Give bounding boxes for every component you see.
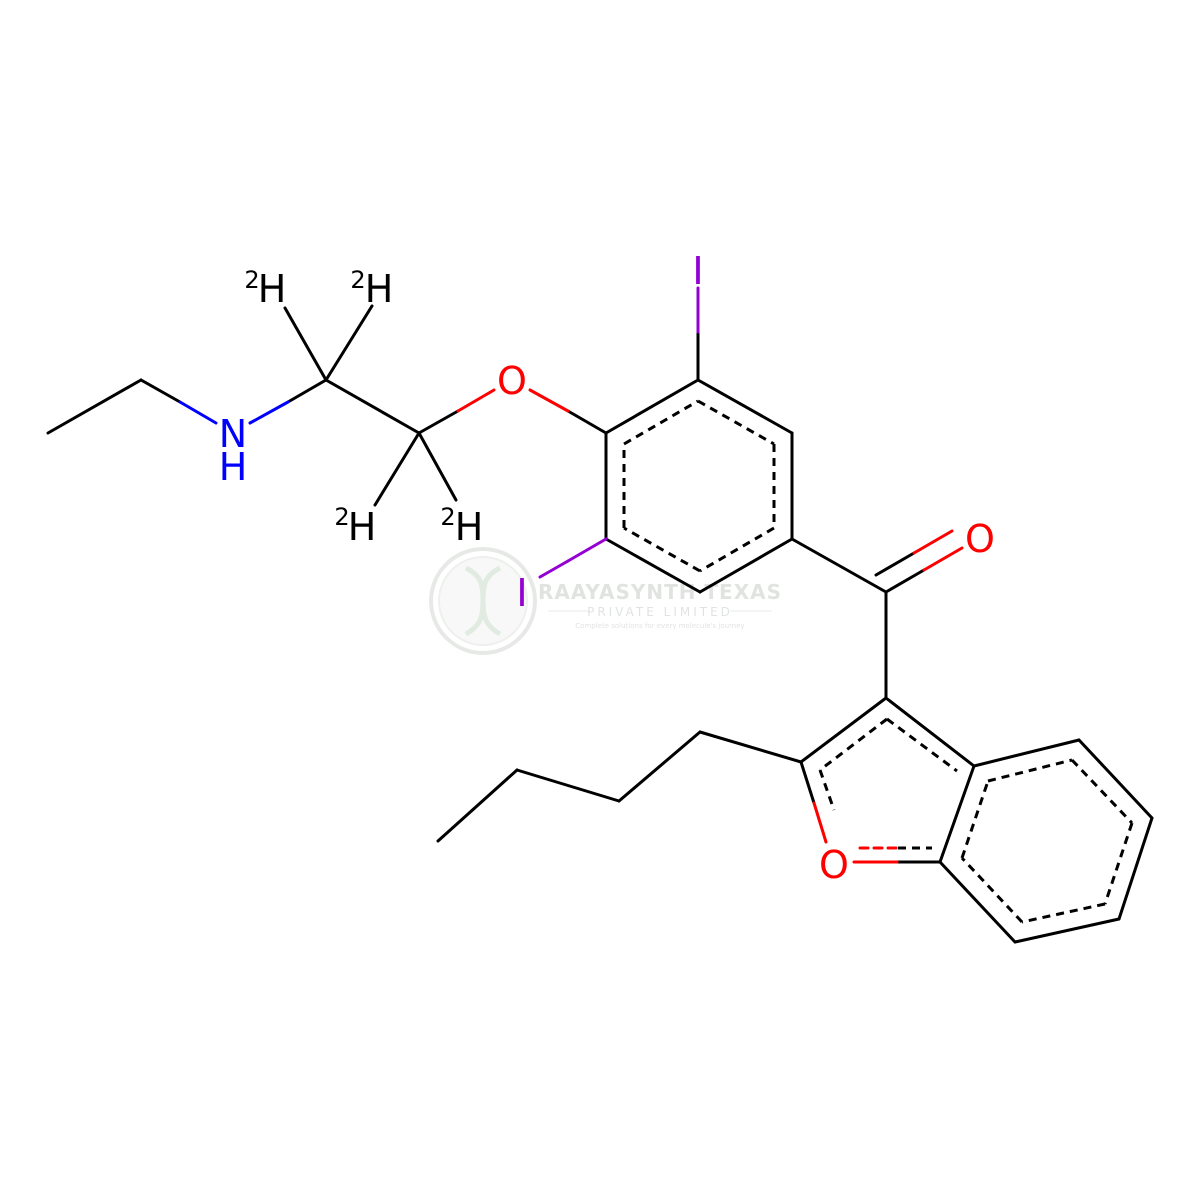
bond-ring-a-4: [698, 537, 794, 594]
deuterium-2-mass: 2: [350, 266, 365, 294]
bond-ethyl-ch3-ch2: [46, 378, 143, 435]
aromatic-benzo-1: [987, 758, 1073, 783]
atom-iodine-bottom: I: [516, 571, 527, 615]
bond-butyl-1: [698, 730, 803, 764]
bond-butyl-2: [617, 730, 702, 803]
atom-oxygen-furan: O: [819, 843, 849, 887]
aromatic-ring-a-4: [699, 526, 775, 573]
atom-nitrogen-hydrogen: H: [219, 445, 248, 489]
bond-co-black-1: [884, 568, 926, 594]
bond-benzo-2: [1077, 738, 1154, 820]
aromatic-benzo-5: [960, 856, 1024, 924]
deuterium-1-mass: 2: [244, 266, 259, 294]
bond-butyl-4: [436, 768, 519, 843]
atom-iodine-top: I: [692, 249, 703, 293]
bond-ring-a-carbonyl: [790, 537, 888, 594]
aromatic-ring-a-2: [697, 399, 775, 446]
deuterium-3-symbol: H: [348, 505, 377, 549]
bond-furan-c3-c2: [799, 696, 888, 764]
aromatic-ring-a-1: [623, 399, 699, 446]
watermark-dna-icon: [464, 565, 502, 637]
bonds: [46, 304, 1154, 944]
bond-ring-a-5: [604, 537, 702, 594]
bond-carbonyl-red-2: [912, 529, 954, 555]
watermark-subtitle: PRIVATE LIMITED: [587, 605, 733, 619]
aromatic-furan-2: [819, 717, 888, 772]
bond-ring-a-o: [566, 409, 608, 435]
aromatic-furan-3: [818, 769, 836, 811]
bond-ring-a-1: [604, 378, 700, 435]
bond-benzo-5: [938, 860, 1017, 944]
bond-co-black-2: [874, 551, 916, 577]
bond-iodine-bottom-half-2: [538, 559, 570, 579]
bond-c1-d2: [324, 304, 374, 382]
bond-ethyl-ch2-n: [139, 378, 182, 404]
aromatic-bonds: [622, 399, 1134, 924]
colored-bonds: [178, 286, 964, 864]
deuterium-3-mass: 2: [334, 503, 349, 531]
atom-deuterium-3: 2 H: [334, 503, 376, 549]
atom-labels: N H O O O I I 2 H 2 H 2 H 2 H: [219, 249, 995, 887]
atom-deuterium-2: 2 H: [350, 266, 393, 311]
bond-benzo-3: [1117, 816, 1154, 921]
bond-n-cd2: [286, 378, 328, 404]
bond-furan-o-red-left: [812, 801, 828, 844]
deuterium-4-mass: 2: [440, 503, 455, 531]
deuterium-2-symbol: H: [365, 267, 394, 311]
bond-benzo-4: [1013, 917, 1121, 944]
bond-c1-d1: [283, 306, 328, 382]
bond-ring-a-2: [696, 378, 794, 435]
watermark: RAAYASYNTH TEXAS PRIVATE LIMITED Complet…: [429, 547, 782, 655]
bond-furan-c3-c3a: [884, 696, 976, 768]
bond-furan-c3a-c7a: [938, 764, 976, 864]
bond-cd2-cd2: [324, 378, 421, 435]
deuterium-4-symbol: H: [455, 505, 484, 549]
bond-n-half-right: [248, 400, 290, 425]
atom-nitrogen: N: [219, 412, 247, 456]
watermark-logo-ring: [429, 547, 537, 655]
bond-iodine-bottom-half: [566, 537, 608, 563]
bond-c2-d3: [373, 431, 421, 507]
atom-deuterium-1: 2 H: [244, 266, 286, 311]
watermark-company: RAAYASYNTH TEXAS: [538, 580, 782, 604]
bond-butyl-3: [515, 768, 621, 803]
bond-furan-c2-o: [799, 760, 816, 805]
aromatic-furan-1: [886, 717, 958, 773]
aromatic-benzo-2: [1070, 758, 1134, 825]
bond-carbonyl-red-1: [922, 546, 964, 572]
bond-n-half-left: [178, 400, 218, 425]
bond-o-half-left: [456, 388, 496, 413]
aromatic-ring-a-5: [623, 526, 701, 573]
atom-oxygen-ether: O: [497, 359, 527, 403]
atom-oxygen-carbonyl: O: [965, 517, 995, 561]
watermark-tagline: Complete solutions for every molecule's …: [575, 622, 744, 630]
bond-o-half-right: [528, 388, 570, 413]
bond-c2-d4: [417, 431, 458, 502]
atom-deuterium-4: 2 H: [440, 503, 483, 549]
aromatic-benzo-4: [1021, 902, 1106, 924]
deuterium-1-symbol: H: [258, 267, 287, 311]
bond-benzo-1: [972, 738, 1081, 768]
bond-cd2-o: [417, 409, 460, 435]
aromatic-benzo-3: [1103, 822, 1134, 905]
